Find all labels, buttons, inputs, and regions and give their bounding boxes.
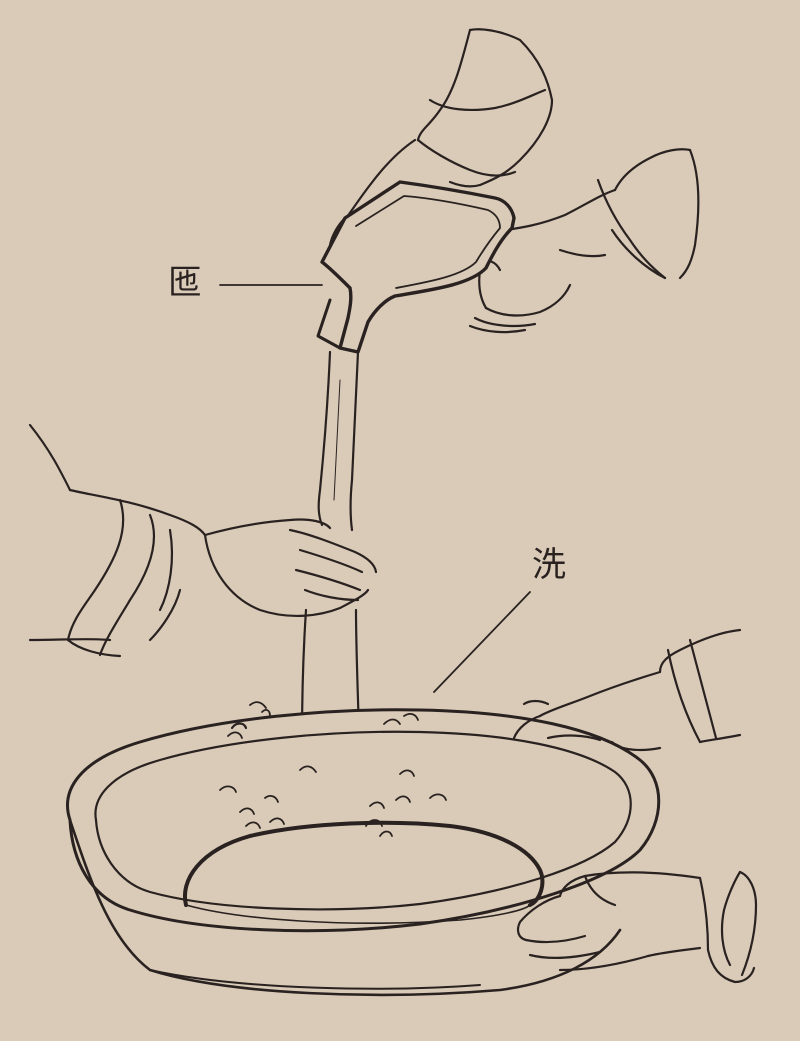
left-washing-arm: [28, 423, 378, 658]
right-lower-basin-hand: [516, 870, 758, 984]
upper-arm-left: [343, 28, 554, 222]
xi-basin-icon: [66, 708, 661, 997]
upper-arm-right: [468, 148, 700, 334]
basin-rim-nib: [230, 722, 248, 730]
yi-vessel-label: 匜: [168, 263, 202, 303]
xi-leader-line: [433, 591, 531, 693]
right-upper-basin-hand: [512, 628, 742, 752]
yi-vessel-icon: [316, 180, 516, 354]
water-splashes: [219, 701, 447, 837]
water-stream: [300, 350, 362, 762]
xi-basin-label: 洗: [532, 545, 566, 585]
